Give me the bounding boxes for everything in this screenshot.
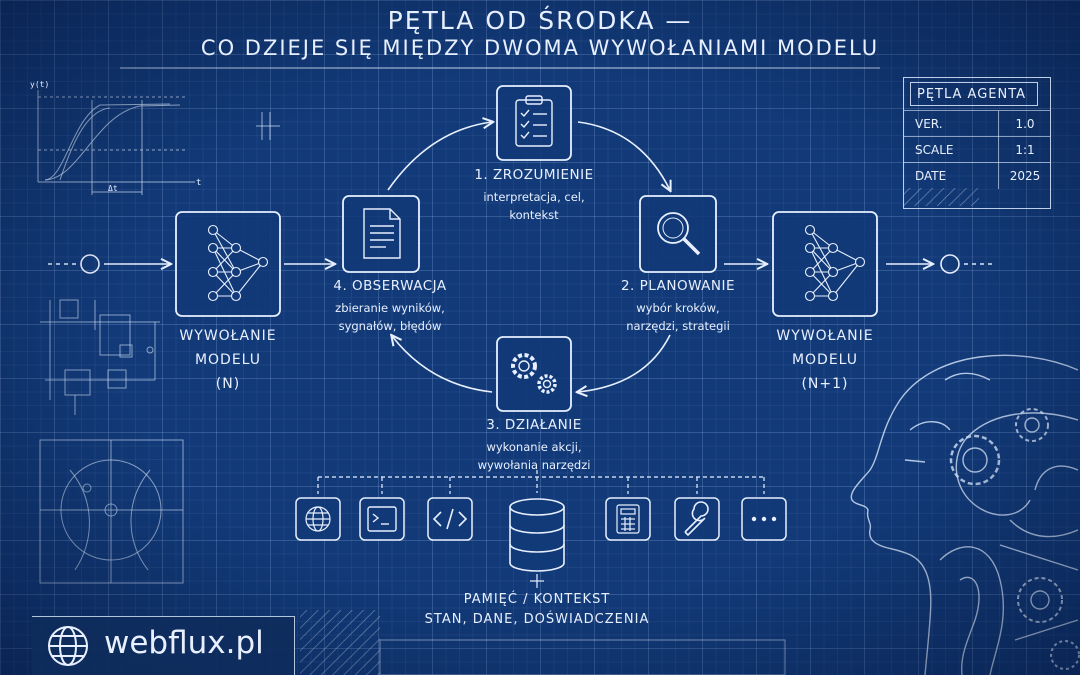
graph-delta-label: Δt: [108, 184, 118, 193]
wrench-icon: [684, 501, 709, 537]
brand-logo[interactable]: webflux.pl: [32, 616, 295, 675]
terminal-icon: [367, 506, 397, 532]
step-4-title: 4. OBSERWACJA: [333, 278, 447, 294]
clipboard-checklist-icon: [515, 95, 553, 147]
step-box-act: [496, 336, 572, 412]
arrow-observe-to-understand: [387, 122, 492, 191]
arrow-plan-to-act: [578, 334, 671, 392]
graph-x-label: t: [196, 178, 202, 188]
globe-icon: [305, 506, 331, 532]
circuit-sketch: [40, 299, 160, 415]
tool-code: [427, 497, 473, 541]
title-block-hatch: [903, 188, 979, 206]
title-block-key: DATE: [915, 169, 947, 183]
step-box-understand: [496, 85, 572, 161]
page-subtitle: CO DZIEJE SIĘ MIĘDZY DWOMA WYWOŁANIAMI M…: [200, 36, 880, 60]
database-icon: [509, 498, 565, 572]
code-icon: [432, 508, 468, 530]
hatch-block: [300, 610, 380, 675]
step-1-title: 1. ZROZUMIENIE: [474, 167, 594, 183]
tools-bracket: [317, 470, 765, 494]
model-box-left: [175, 211, 281, 317]
dial-sketch: [39, 439, 184, 584]
magnifier-icon: [657, 212, 701, 256]
bottom-frame: [379, 639, 786, 675]
tool-wrench: [674, 497, 720, 541]
robot-head-sketch: [850, 354, 1080, 675]
step-2-desc-1: wybór kroków,: [636, 301, 720, 315]
model-right-label-3: (N+1): [801, 376, 849, 392]
tool-calculator: [605, 497, 651, 541]
document-icon: [363, 208, 401, 259]
step-2-title: 2. PLANOWANIE: [620, 278, 736, 294]
step-3-desc-2: wywołania narzędzi: [477, 458, 591, 472]
tool-more: [741, 497, 787, 541]
input-node: [80, 254, 100, 274]
step-box-observe: [342, 195, 420, 273]
title-block-header: PĘTLA AGENTA: [910, 82, 1038, 106]
step-response-sketch: [37, 90, 280, 195]
memory-subtitle: STAN, DANE, DOŚWIADCZENIA: [424, 612, 650, 627]
calculator-icon: [616, 504, 640, 534]
arrow-act-to-observe: [392, 336, 493, 393]
step-3-title: 3. DZIAŁANIE: [486, 417, 582, 433]
tool-globe: [295, 497, 341, 541]
title-block-value: 2025: [998, 163, 1051, 189]
step-1-desc-2: kontekst: [509, 208, 559, 222]
step-2-desc-2: narzędzi, strategii: [626, 319, 730, 333]
title-block-key: SCALE: [915, 143, 954, 157]
title-block-key: VER.: [915, 117, 943, 131]
globe-icon: [48, 626, 88, 666]
page-title: PĘTLA OD ŚRODKA —: [387, 6, 693, 35]
model-left-label-1: WYWOŁANIE: [179, 328, 277, 344]
model-box-right: [772, 211, 878, 317]
model-right-label-2: MODELU: [791, 352, 859, 368]
gears-icon: [511, 353, 557, 394]
step-4-desc-1: zbieranie wyników,: [335, 301, 445, 315]
arrow-understand-to-plan: [577, 121, 670, 190]
title-block: PĘTLA AGENTA VER. 1.0 SCALE 1:1 DATE 202…: [903, 77, 1051, 209]
step-box-plan: [639, 195, 717, 273]
title-block-row: VER. 1.0: [904, 110, 1050, 137]
step-1-desc-1: interpretacja, cel,: [483, 190, 585, 204]
title-block-value: 1.0: [998, 111, 1051, 137]
title-block-row: SCALE 1:1: [904, 136, 1050, 163]
model-left-label-3: (N): [215, 376, 241, 392]
brand-name: webflux.pl: [104, 625, 264, 661]
step-3-desc-1: wykonanie akcji,: [486, 440, 582, 454]
title-block-value: 1:1: [998, 137, 1051, 163]
model-left-label-2: MODELU: [194, 352, 262, 368]
more-icon: [751, 516, 777, 522]
tool-terminal: [359, 497, 405, 541]
title-block-row: DATE 2025: [904, 162, 1050, 189]
neural-network-icon: [207, 224, 269, 302]
step-4-desc-2: sygnałów, błędów: [338, 319, 442, 333]
memory-title: PAMIĘĆ / KONTEKST: [463, 592, 611, 607]
neural-network-icon: [804, 224, 866, 302]
model-right-label-1: WYWOŁANIE: [776, 328, 874, 344]
output-node: [940, 254, 960, 274]
graph-y-label: y(t): [30, 80, 50, 89]
